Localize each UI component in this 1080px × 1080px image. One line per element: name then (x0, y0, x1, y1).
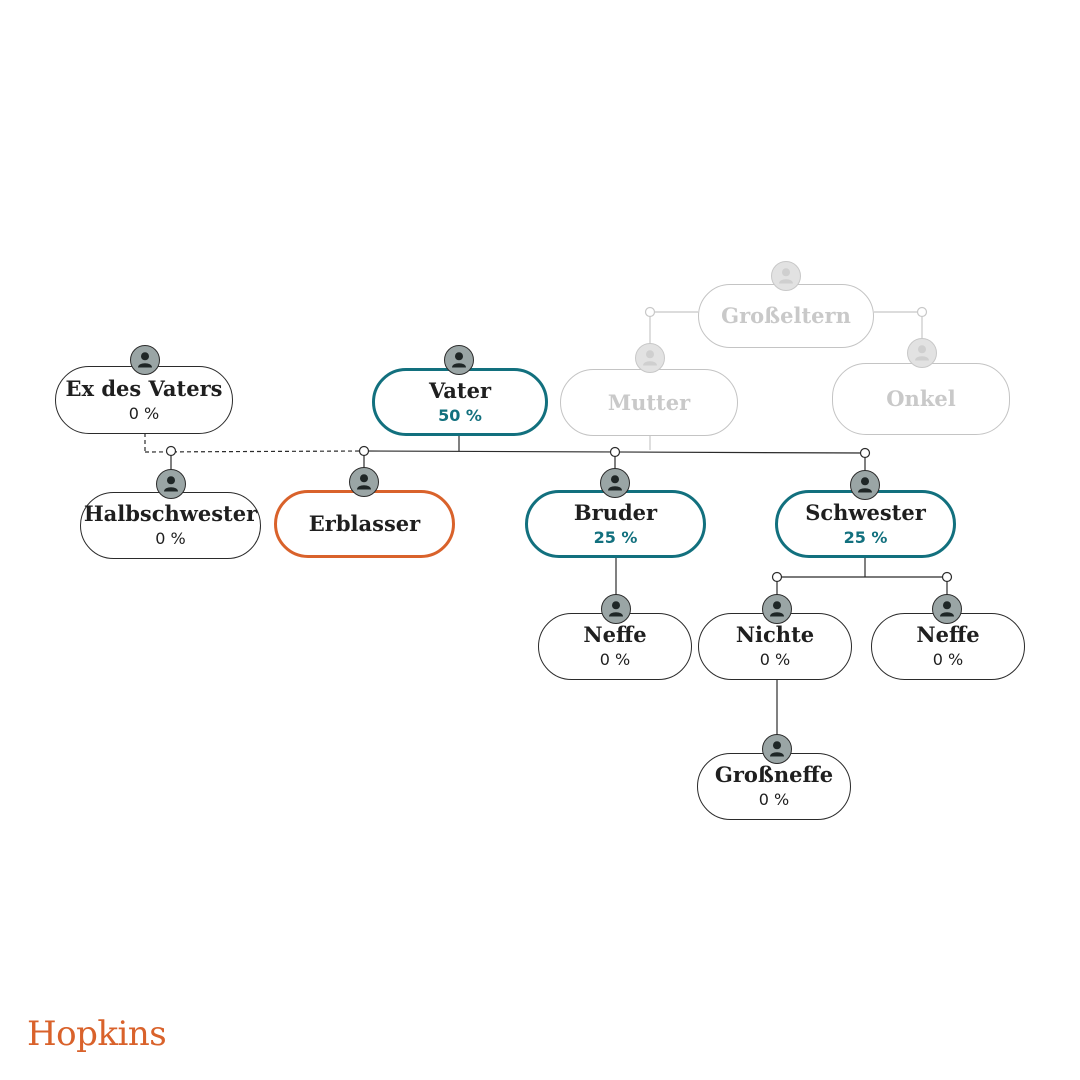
node-grandparents: Großeltern (698, 284, 874, 348)
node-label: Bruder (573, 499, 658, 525)
node-nephew-1: Neffe 0 % (538, 613, 692, 680)
node-ex-father: Ex des Vaters 0 % (55, 366, 233, 434)
node-label: Neffe (916, 622, 980, 647)
node-father: Vater 50 % (372, 368, 548, 436)
node-label: Mutter (607, 389, 691, 415)
person-icon (762, 594, 792, 624)
person-icon (349, 467, 379, 497)
node-share: 25 % (593, 527, 638, 547)
node-share: 0 % (155, 529, 186, 548)
node-niece: Nichte 0 % (698, 613, 852, 680)
node-share: 0 % (932, 650, 964, 669)
node-uncle: Onkel (832, 363, 1010, 435)
node-sister: Schwester 25 % (775, 490, 956, 558)
person-icon (130, 345, 160, 375)
brand-logo: Hopkins (27, 1014, 167, 1054)
node-share: 25 % (843, 527, 888, 547)
person-icon (601, 594, 631, 624)
node-share: 0 % (128, 403, 160, 423)
person-icon (932, 594, 962, 624)
node-label: Großneffe (714, 762, 834, 787)
person-icon (444, 345, 474, 375)
person-icon (771, 261, 801, 291)
node-label: Onkel (886, 386, 956, 411)
node-label: Erblasser (308, 511, 421, 536)
person-icon (635, 343, 665, 373)
node-half-sister: Halbschwester 0 % (80, 492, 261, 559)
person-icon (907, 338, 937, 368)
node-label: Vater (428, 377, 492, 403)
node-grandnephew: Großneffe 0 % (697, 753, 851, 820)
node-label: Neffe (583, 622, 647, 647)
node-label: Schwester (805, 499, 926, 525)
node-label: Großeltern (721, 303, 851, 328)
node-label: Nichte (735, 622, 815, 647)
person-icon (600, 468, 630, 498)
node-share: 0 % (759, 650, 791, 669)
node-label: Ex des Vaters (65, 375, 223, 401)
node-mother: Mutter (560, 369, 738, 436)
node-label: Halbschwester (83, 501, 258, 526)
node-share: 50 % (438, 405, 482, 425)
node-share: 0 % (758, 790, 790, 809)
person-icon (762, 734, 792, 764)
node-brother: Bruder 25 % (525, 490, 706, 558)
person-icon (850, 470, 880, 500)
node-nephew-2: Neffe 0 % (871, 613, 1025, 680)
person-icon (156, 469, 186, 499)
node-share: 0 % (599, 650, 631, 669)
node-deceased: Erblasser (274, 490, 455, 558)
